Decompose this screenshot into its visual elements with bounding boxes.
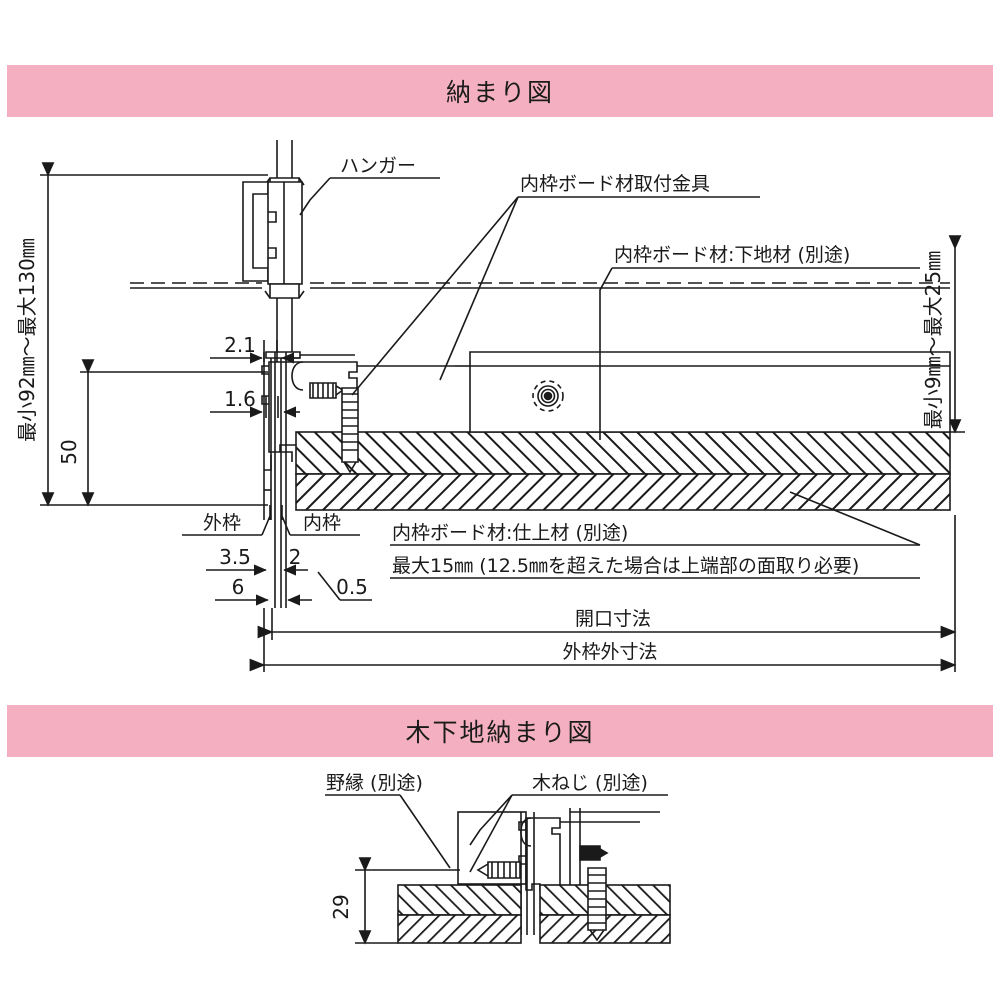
callout-label-bracket: 内枠ボード材取付金具 xyxy=(520,173,710,195)
callout-label-furring: 野縁 (別途) xyxy=(326,772,423,794)
callout-label-outer-frame: 外枠 xyxy=(203,512,241,534)
dimension-label-29: 29 xyxy=(329,894,353,919)
dimension-height-range xyxy=(40,162,268,507)
substrate-box xyxy=(455,351,951,433)
callout-label-finish-note: 最大15㎜ (12.5㎜を超えた場合は上端部の面取り必要) xyxy=(392,555,859,577)
hanger-assembly xyxy=(242,140,305,352)
callout-label-inner-frame: 内枠 xyxy=(303,512,341,534)
callout-leader-bracket xyxy=(351,196,760,396)
callout-label-substrate: 内枠ボード材:下地材 (別途) xyxy=(614,244,850,266)
callout-leader-outer-frame xyxy=(182,505,360,536)
callout-leader-wood-screw xyxy=(469,794,668,873)
dimension-label-0-5: 0.5 xyxy=(336,575,368,599)
dimension-height-50 xyxy=(80,359,268,507)
callout-label-wood-screw: 木ねじ (別途) xyxy=(532,772,648,794)
board-screw-vertical xyxy=(341,387,359,474)
dimension-0-5 xyxy=(317,571,372,601)
wood-screw-vertical xyxy=(587,867,607,942)
wood-screw-horizontal xyxy=(476,861,521,879)
dimension-label-outer-frame-size: 外枠外寸法 xyxy=(562,641,657,663)
dimension-label-opening-size: 開口寸法 xyxy=(575,608,651,630)
callout-leader-hanger xyxy=(299,177,440,216)
dimension-label-height-50: 50 xyxy=(57,439,81,464)
fastener-detail-icon xyxy=(532,380,564,412)
board-layer-substrate xyxy=(295,431,951,475)
section-header-main: 納まり図 xyxy=(7,65,993,117)
dimension-2-1 xyxy=(210,340,300,364)
dimension-label-6: 6 xyxy=(232,575,245,599)
dimension-1-6 xyxy=(210,396,300,418)
callout-leader-furring xyxy=(325,794,451,869)
dimension-extension-lines xyxy=(263,515,956,672)
dimension-label-1-6: 1.6 xyxy=(224,387,256,411)
callout-leader-finish xyxy=(390,491,921,579)
callout-leader-substrate xyxy=(599,267,920,440)
dimension-label-thickness-range: 最小9㎜～最大25㎜ xyxy=(921,251,945,429)
board-layer-finish xyxy=(295,473,951,511)
wood-frame-profile xyxy=(518,808,660,935)
dimension-label-2-1: 2.1 xyxy=(224,333,256,357)
callout-label-hanger: ハンガー xyxy=(340,155,416,177)
section-title-main: 納まり図 xyxy=(445,78,554,107)
wood-screw-bracket xyxy=(579,845,609,861)
ceiling-reference-line xyxy=(130,282,950,289)
section-header-wood: 木下地納まり図 xyxy=(7,705,993,757)
dimension-label-2: 2 xyxy=(289,545,302,569)
callout-label-finish: 内枠ボード材:仕上材 (別途) xyxy=(392,522,628,544)
dimension-label-3-5: 3.5 xyxy=(219,545,251,569)
dimension-29 xyxy=(355,857,460,945)
section-title-wood: 木下地納まり図 xyxy=(405,718,595,747)
dimension-label-height-range: 最小92㎜～最大130㎜ xyxy=(15,238,39,442)
